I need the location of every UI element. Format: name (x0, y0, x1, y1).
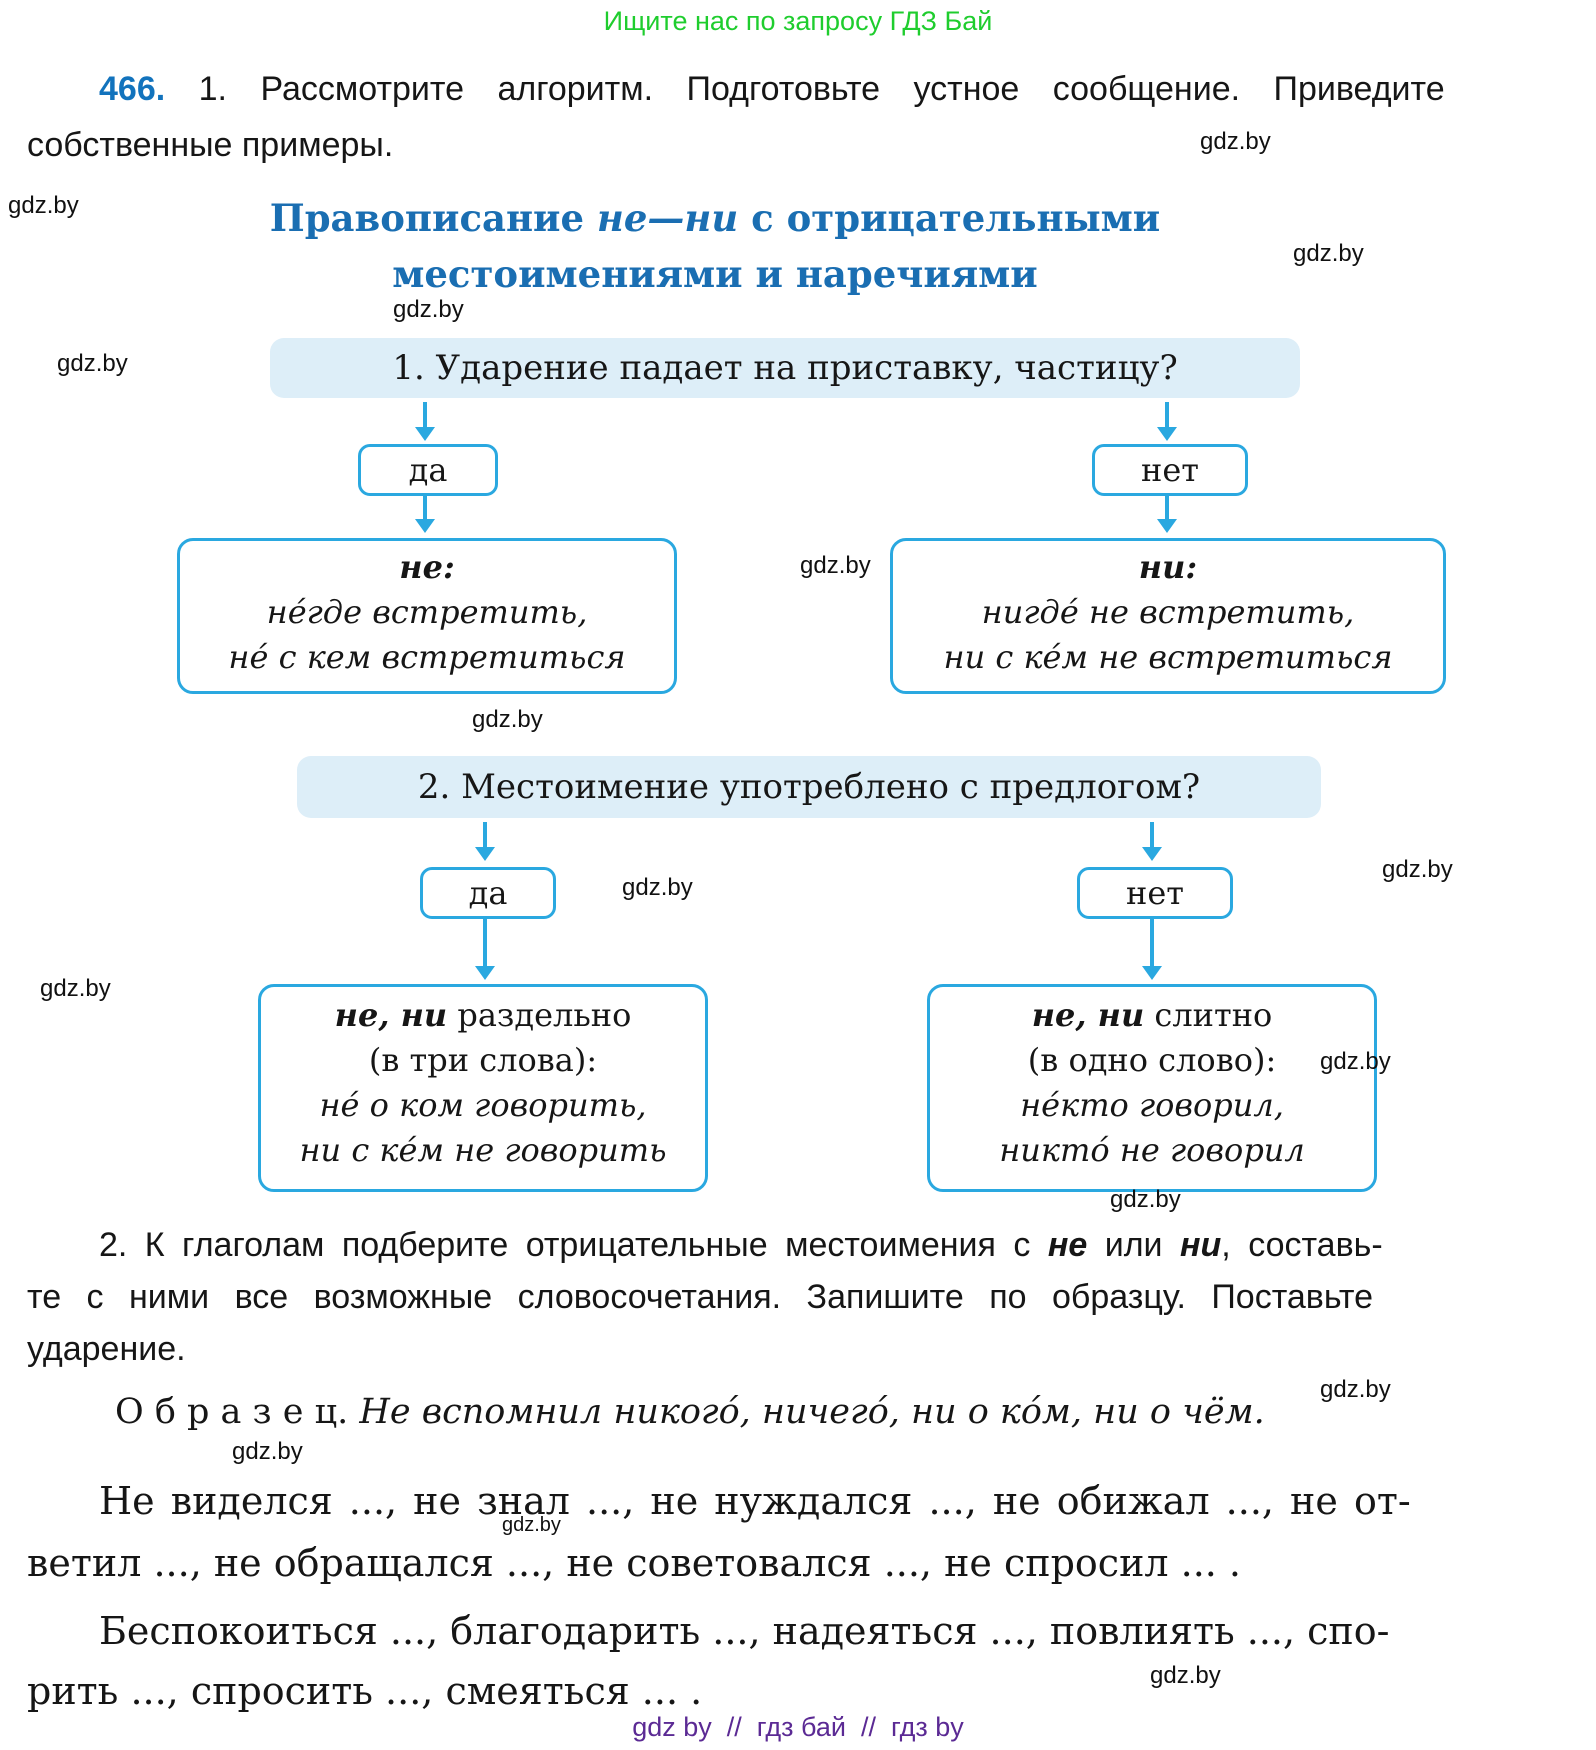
algorithm-title-line2: местоимениями и наречиями (392, 252, 1038, 296)
result-ni-example-1: нигде́ не встретить, (981, 593, 1355, 631)
result-together-head: не, ни (1031, 996, 1145, 1034)
gdzby-watermark: gdz.by (472, 706, 543, 733)
task2-seg1: 2. К глаголам подберите отрицательные ме… (99, 1226, 1048, 1264)
yes-box-1: да (358, 444, 498, 496)
sample-label: О б р а з е ц. (115, 1392, 349, 1432)
title-post: с отрицательными (738, 196, 1161, 240)
gdzby-watermark: gdz.by (8, 192, 79, 219)
sample-line: О б р а з е ц. Не вспомнил никого́, ниче… (115, 1392, 1555, 1432)
arrow-down-icon (1142, 822, 1162, 861)
task2-bold-ni: ни (1179, 1226, 1222, 1264)
result-separate-head: не, ни (334, 996, 448, 1034)
task2-line2: те с ними все возможные словосочетания. … (27, 1278, 1374, 1316)
result-separate-sub: (в три слова): (368, 1041, 598, 1079)
gdzby-watermark: gdz.by (1150, 1662, 1221, 1689)
yes-box-2: да (420, 867, 556, 919)
gdzby-watermark: gdz.by (40, 975, 111, 1002)
result-separate-example-1: не́ о ком говорить, (319, 1086, 647, 1124)
footer-watermark: gdz by // гдз бай // гдз by (632, 1712, 964, 1742)
sample-text: Не вспомнил никого́, ничего́, ни о ко́м,… (359, 1392, 1265, 1432)
result-box-ni: ни: нигде́ не встретить, ни с ке́м не вс… (890, 538, 1446, 694)
result-separate-head-rest: раздельно (447, 996, 632, 1034)
arrow-down-icon (415, 402, 435, 441)
no-box-1: нет (1092, 444, 1248, 496)
gdzby-watermark: gdz.by (1382, 856, 1453, 883)
exercise-intro-line2: собственные примеры. (27, 126, 394, 164)
gdzby-watermark: gdz.by (1293, 240, 1364, 267)
result-ni-example-2: ни с ке́м не встретиться (943, 638, 1393, 676)
title-pre: Правописание (269, 196, 597, 240)
gdzby-watermark: gdz.by (1110, 1186, 1181, 1213)
no-box-2: нет (1077, 867, 1233, 919)
gdzby-watermark: gdz.by (1200, 128, 1271, 155)
result-separate-example-2: ни с ке́м не говорить (299, 1131, 667, 1169)
exercise-intro-text: 1. Рассмотрите алгоритм. Подготовьте уст… (198, 70, 1445, 108)
result-ni-head: ни: (1138, 548, 1198, 586)
gdzby-watermark: gdz.by (800, 552, 871, 579)
result-ne-head: не: (399, 548, 455, 586)
gdzby-watermark: gdz.by (1320, 1048, 1391, 1075)
task2-line1: 2. К глаголам подберите отрицательные ме… (27, 1222, 1547, 1268)
result-box-together: не, ни слитно (в одно слово): не́кто гов… (927, 984, 1377, 1192)
header-promo: Ищите нас по запросу ГДЗ Бай (603, 6, 993, 36)
title-emphasis: не—ни (596, 196, 739, 240)
arrow-down-icon (475, 822, 495, 861)
gdzby-watermark: gdz.by (393, 296, 464, 323)
exercise-number: 466. (99, 70, 166, 108)
algorithm-title-line1: Правописание не—ни с отрицательными (55, 196, 1375, 240)
result-box-ne: не: не́где встретить, не́ с кем встретит… (177, 538, 677, 694)
gdzby-watermark: gdz.by (502, 1514, 561, 1536)
task2-bold-ne: не (1047, 1226, 1088, 1264)
question-box-1: 1. Ударение падает на приставку, частицу… (270, 338, 1300, 398)
gdzby-watermark: gdz.by (57, 350, 128, 377)
gdzby-watermark: gdz.by (622, 874, 693, 901)
arrow-down-icon (1142, 917, 1162, 980)
arrow-down-icon (475, 917, 495, 980)
verbs-line1: Не виделся ..., не знал ..., не нуждался… (99, 1479, 1411, 1523)
result-box-separate: не, ни раздельно (в три слова): не́ о ко… (258, 984, 708, 1192)
question-box-2: 2. Местоимение употреблено с предлогом? (297, 756, 1321, 818)
arrow-down-icon (1157, 494, 1177, 533)
exercise-intro-line1: 466. 1. Рассмотрите алгоритм. Подготовьт… (27, 66, 1547, 112)
result-together-example-1: не́кто говорил, (1020, 1086, 1284, 1124)
result-together-sub: (в одно слово): (1027, 1041, 1277, 1079)
result-ne-example-2: не́ с кем встретиться (228, 638, 626, 676)
verbs-line3: Беспокоиться ..., благодарить ..., надея… (99, 1609, 1390, 1653)
result-together-head-rest: слитно (1144, 996, 1273, 1034)
result-together-example-2: никто́ не говорил (999, 1131, 1305, 1169)
arrow-down-icon (415, 494, 435, 533)
arrow-down-icon (1157, 402, 1177, 441)
task2-seg2: или (1087, 1226, 1180, 1264)
gdzby-watermark: gdz.by (232, 1438, 303, 1465)
gdzby-watermark: gdz.by (1320, 1376, 1391, 1403)
verbs-line2: ветил ..., не обращался ..., не советова… (27, 1541, 1242, 1585)
verbs-line4: рить ..., спросить ..., смеяться ... . (27, 1669, 703, 1713)
result-ne-example-1: не́где встретить, (266, 593, 588, 631)
task2-seg3: , составь- (1221, 1226, 1383, 1264)
task2-line3: ударение. (27, 1330, 186, 1368)
